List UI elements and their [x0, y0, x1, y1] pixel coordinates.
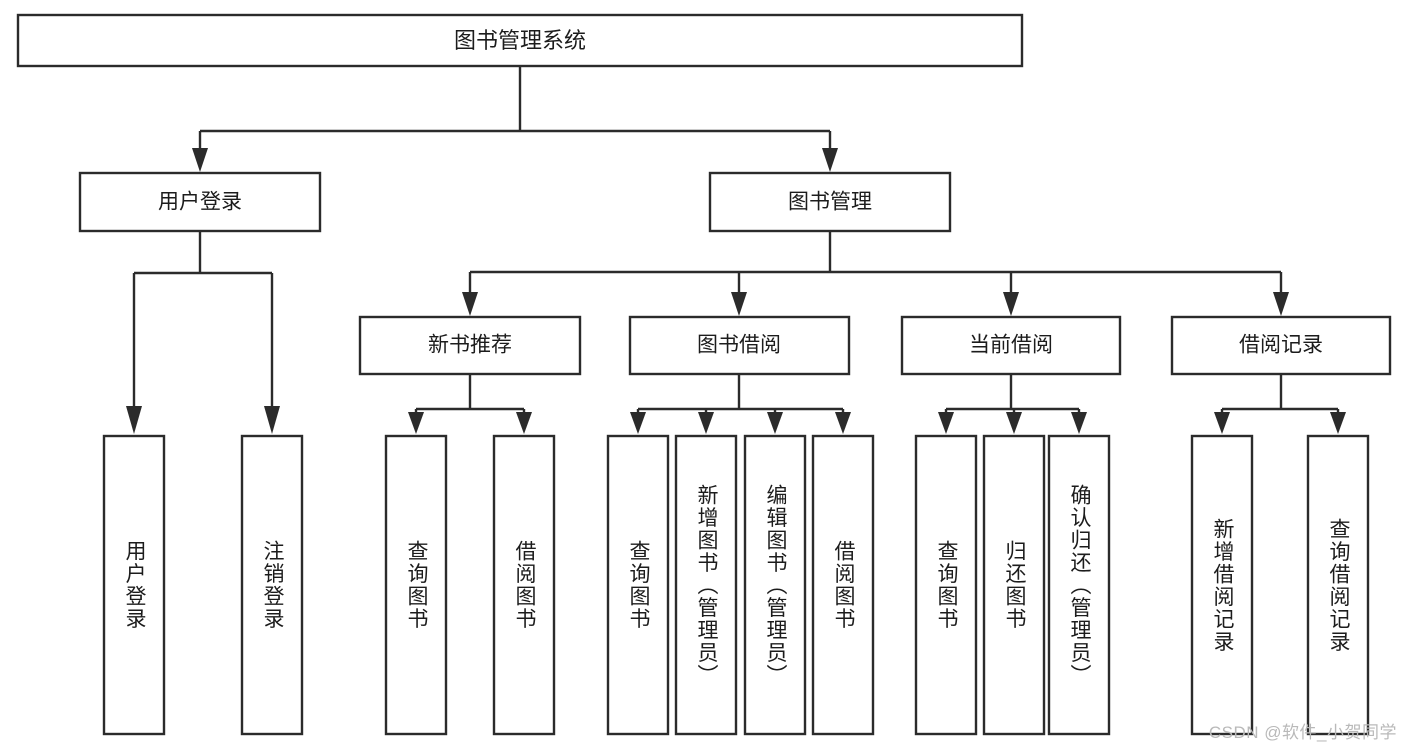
arrow-user-login-leaf2	[264, 406, 280, 434]
arrow-borrow-leaf1	[630, 412, 646, 434]
leaf-add-record-label-wrap: 新增借阅记录	[1210, 517, 1234, 653]
node-new-book-recommend-label: 新书推荐	[428, 334, 512, 357]
leaf-add-book-box[interactable]	[674, 434, 738, 736]
leaf-borrow-book-1-box[interactable]	[492, 434, 556, 736]
leaf-user-login-label: 用户登录	[122, 540, 146, 630]
leaf-borrow-book-2-label: 借阅图书	[831, 540, 855, 630]
arrow-current-leaf2	[1006, 412, 1022, 434]
leaf-borrow-book-2-box[interactable]	[811, 434, 875, 736]
arrow-record-leaf1	[1214, 412, 1230, 434]
arrow-user-login-leaf1	[126, 406, 142, 434]
leaf-add-book-label-wrap: 新增图书（管理员）	[694, 483, 718, 687]
node-root[interactable]: 图书管理系统	[16, 13, 1024, 68]
arrow-borrow-leaf2	[698, 412, 714, 434]
leaf-query-record-label: 查询借阅记录	[1326, 517, 1350, 653]
node-book-borrow-box[interactable]	[628, 315, 851, 376]
leaf-user-login-label-wrap: 用户登录	[122, 540, 146, 630]
node-current-borrow-label: 当前借阅	[969, 334, 1053, 357]
leaf-query-book-2-box[interactable]	[606, 434, 670, 736]
node-user-login-label: 用户登录	[158, 191, 242, 214]
arrow-current-leaf1	[938, 412, 954, 434]
arrow-borrow-leaf4	[835, 412, 851, 434]
arrow-current-leaf3	[1071, 412, 1087, 434]
leaf-query-book-1-box[interactable]	[384, 434, 448, 736]
leaf-borrow-book-1-label: 借阅图书	[512, 540, 536, 630]
leaf-add-book[interactable]: 新增图书（管理员）	[674, 434, 738, 736]
arrow-root-to-user-login	[192, 148, 208, 172]
node-current-borrow-box[interactable]	[900, 315, 1122, 376]
leaf-query-book-2-label: 查询图书	[626, 540, 650, 630]
leaf-add-record-label: 新增借阅记录	[1210, 517, 1234, 653]
leaf-return-book-label-wrap: 归还图书	[1002, 540, 1026, 630]
leaf-confirm-return-label: 确认归还（管理员）	[1067, 483, 1091, 687]
leaf-logout-login-box[interactable]	[240, 434, 304, 736]
leaf-return-book[interactable]: 归还图书	[982, 434, 1046, 736]
leaf-user-login[interactable]: 用户登录	[102, 434, 166, 736]
arrow-bm-to-borrow	[731, 292, 747, 316]
leaf-add-book-label: 新增图书（管理员）	[694, 483, 718, 687]
leaf-query-book-3[interactable]: 查询图书	[914, 434, 978, 736]
leaf-query-book-3-box[interactable]	[914, 434, 978, 736]
leaf-borrow-book-2-label-wrap: 借阅图书	[831, 540, 855, 630]
leaf-add-record-box[interactable]	[1190, 434, 1254, 736]
connector-layer	[126, 66, 1346, 434]
node-book-manage-label: 图书管理	[788, 191, 872, 214]
node-user-login-box[interactable]	[78, 171, 322, 233]
arrow-borrow-leaf3	[767, 412, 783, 434]
leaf-borrow-book-1-label-wrap: 借阅图书	[512, 540, 536, 630]
node-root-label: 图书管理系统	[454, 28, 586, 53]
node-borrow-record-label: 借阅记录	[1239, 334, 1323, 357]
arrow-bm-to-current	[1003, 292, 1019, 316]
leaf-add-record[interactable]: 新增借阅记录	[1190, 434, 1254, 736]
arrow-bm-to-recommend	[462, 292, 478, 316]
leaf-edit-book[interactable]: 编辑图书（管理员）	[743, 434, 807, 736]
leaf-query-book-3-label: 查询图书	[934, 540, 958, 630]
node-book-borrow[interactable]: 图书借阅	[628, 315, 851, 376]
leaf-edit-book-label-wrap: 编辑图书（管理员）	[763, 483, 787, 687]
leaf-query-book-2-label-wrap: 查询图书	[626, 540, 650, 630]
leaf-logout-login-label-wrap: 注销登录	[260, 540, 284, 630]
leaf-borrow-book-1[interactable]: 借阅图书	[492, 434, 556, 736]
arrow-recommend-leaf1	[408, 412, 424, 434]
leaf-query-record-box[interactable]	[1306, 434, 1370, 736]
node-current-borrow[interactable]: 当前借阅	[900, 315, 1122, 376]
csdn-watermark: CSDN @软件_小贺同学	[1208, 723, 1397, 742]
leaf-return-book-box[interactable]	[982, 434, 1046, 736]
leaf-user-login-box[interactable]	[102, 434, 166, 736]
leaf-query-record-label-wrap: 查询借阅记录	[1326, 517, 1350, 653]
arrow-root-to-book-manage	[822, 148, 838, 172]
arrow-record-leaf2	[1330, 412, 1346, 434]
leaf-return-book-label: 归还图书	[1002, 540, 1026, 630]
leaf-borrow-book-2[interactable]: 借阅图书	[811, 434, 875, 736]
leaf-edit-book-box[interactable]	[743, 434, 807, 736]
leaf-query-book-2[interactable]: 查询图书	[606, 434, 670, 736]
node-book-manage-box[interactable]	[708, 171, 952, 233]
node-book-manage[interactable]: 图书管理	[708, 171, 952, 233]
leaf-confirm-return-box[interactable]	[1047, 434, 1111, 736]
leaf-query-book-1-label: 查询图书	[404, 540, 428, 630]
node-book-borrow-label: 图书借阅	[697, 334, 781, 357]
arrow-bm-to-record	[1273, 292, 1289, 316]
node-user-login[interactable]: 用户登录	[78, 171, 322, 233]
node-root-box[interactable]	[16, 13, 1024, 68]
leaf-confirm-return[interactable]: 确认归还（管理员）	[1047, 434, 1111, 736]
node-new-book-recommend-box[interactable]	[358, 315, 582, 376]
node-new-book-recommend[interactable]: 新书推荐	[358, 315, 582, 376]
node-borrow-record-box[interactable]	[1170, 315, 1392, 376]
leaf-query-book-1[interactable]: 查询图书	[384, 434, 448, 736]
leaf-query-record[interactable]: 查询借阅记录	[1306, 434, 1370, 736]
leaf-logout-login-label: 注销登录	[260, 540, 284, 630]
node-borrow-record[interactable]: 借阅记录	[1170, 315, 1392, 376]
leaf-logout-login[interactable]: 注销登录	[240, 434, 304, 736]
leaf-query-book-1-label-wrap: 查询图书	[404, 540, 428, 630]
leaf-confirm-return-label-wrap: 确认归还（管理员）	[1067, 483, 1091, 687]
arrow-recommend-leaf2	[516, 412, 532, 434]
leaf-query-book-3-label-wrap: 查询图书	[934, 540, 958, 630]
leaf-edit-book-label: 编辑图书（管理员）	[763, 483, 787, 687]
